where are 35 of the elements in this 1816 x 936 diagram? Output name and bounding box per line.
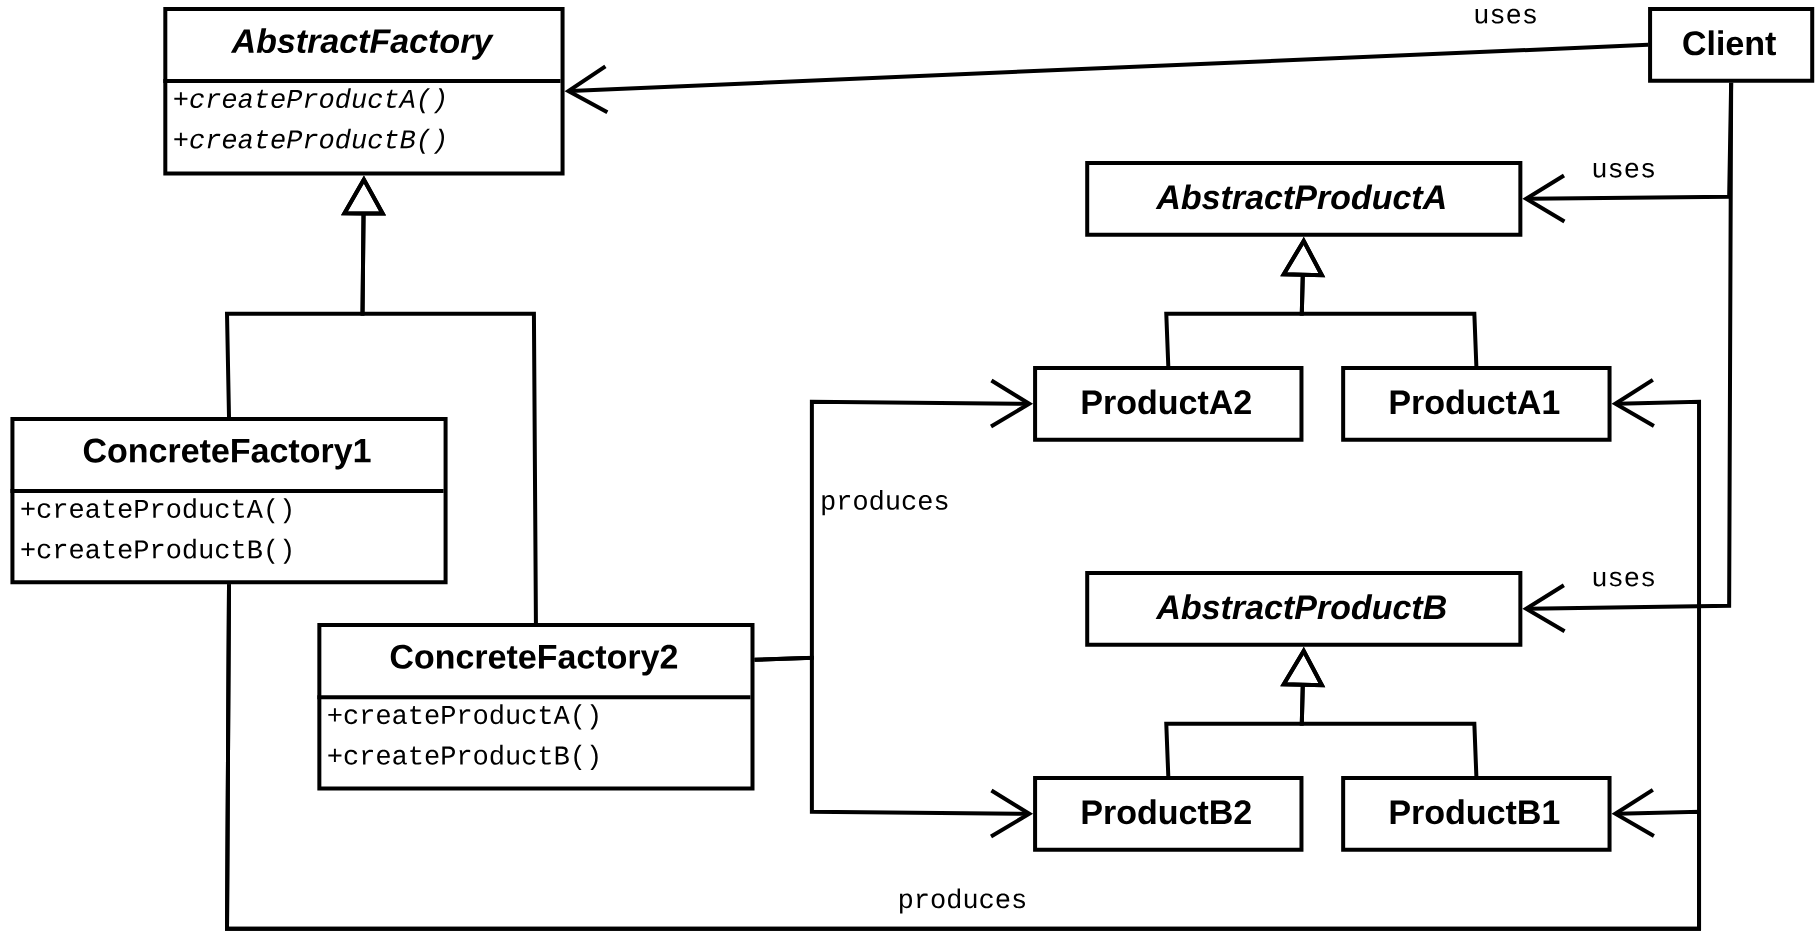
class-box — [1085, 160, 1523, 237]
class-box — [1341, 365, 1612, 442]
method-signature: +createProductA() — [21, 498, 291, 524]
class-name: Client — [1683, 30, 1776, 56]
class-name: AbstractFactory — [230, 28, 494, 60]
class-box — [10, 416, 448, 585]
class-box — [1648, 6, 1815, 83]
class-name: ProductB2 — [1082, 799, 1251, 825]
edge-label: produces — [818, 488, 952, 518]
method-signature: +createProductB() — [174, 128, 445, 154]
class-box — [317, 623, 755, 791]
connector-arrow — [564, 42, 1649, 115]
edge-label: uses — [1471, 6, 1540, 26]
method-signature: +createProductB() — [21, 538, 291, 564]
class-box — [1033, 365, 1304, 442]
class-name: ConcreteFactory2 — [390, 644, 678, 676]
class-box — [1085, 570, 1523, 647]
method-signature: +createProductB() — [328, 744, 598, 770]
method-signature: +createProductA() — [174, 88, 445, 114]
class-name: ProductA2 — [1082, 389, 1251, 415]
edge-label: uses — [1589, 569, 1659, 589]
class-name: ProductA1 — [1390, 389, 1560, 415]
class-box — [1033, 775, 1304, 852]
connector-arrow — [225, 584, 1702, 931]
class-name: AbstractProductA — [1155, 184, 1445, 210]
class-name: AbstractProductB — [1155, 594, 1446, 620]
class-name: ProductB1 — [1390, 799, 1560, 825]
class-box — [1341, 775, 1612, 852]
class-box — [163, 6, 565, 176]
class-name: ConcreteFactory1 — [83, 438, 371, 470]
connector-arrow — [754, 655, 1034, 839]
connector-arrow — [1522, 82, 1734, 633]
edge-label: produces — [895, 886, 1030, 916]
method-signature: +createProductA() — [328, 704, 598, 730]
edge-label: uses — [1589, 160, 1659, 180]
